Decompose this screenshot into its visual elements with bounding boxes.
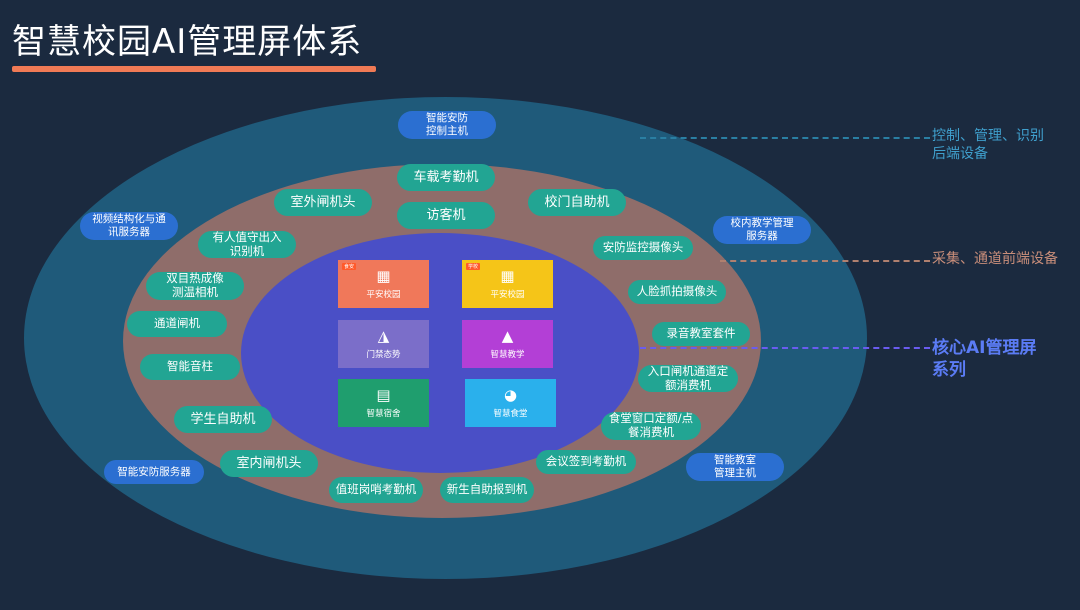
page-title: 智慧校园AI管理屏体系 bbox=[12, 22, 363, 62]
card-label: 智慧教学 bbox=[490, 349, 525, 360]
pill-smart-speaker: 智能音柱 bbox=[140, 354, 240, 380]
card-safe-campus-2: 学校 ▦ 平安校园 bbox=[462, 260, 553, 308]
pill-video-structuring-server: 视频结构化与通 讯服务器 bbox=[80, 212, 178, 240]
door-icon: ◮ bbox=[377, 326, 390, 345]
pill-recording-classroom-kit: 录音教室套件 bbox=[652, 322, 750, 346]
pill-campus-teaching-server: 校内教学管理 服务器 bbox=[713, 216, 811, 244]
card-smart-teaching: ▲ 智慧教学 bbox=[462, 320, 553, 368]
card-label: 平安校园 bbox=[490, 289, 525, 300]
pill-outdoor-gate: 室外闸机头 bbox=[274, 189, 372, 216]
pill-meeting-attendance: 会议签到考勤机 bbox=[536, 450, 636, 474]
pill-entrance-gate-pos: 入口闸机通道定 额消费机 bbox=[638, 364, 738, 392]
title-underline bbox=[12, 66, 376, 72]
bed-icon: ▤ bbox=[376, 385, 391, 404]
card-access-control: ◮ 门禁态势 bbox=[338, 320, 429, 368]
leader-line-backend bbox=[640, 137, 930, 139]
pill-classroom-host: 智能教室 管理主机 bbox=[686, 453, 784, 481]
card-tag: 食安 bbox=[342, 263, 357, 270]
pill-security-server: 智能安防服务器 bbox=[104, 460, 204, 484]
card-smart-canteen: ◕ 智慧食堂 bbox=[465, 379, 556, 427]
inner-ring-core bbox=[241, 233, 639, 473]
pill-thermal-camera: 双目热成像 测温相机 bbox=[146, 271, 244, 300]
pill-security-camera: 安防监控摄像头 bbox=[593, 236, 693, 260]
pill-visitor-machine: 访客机 bbox=[397, 202, 495, 229]
pill-guarded-entry: 有人值守出入 识别机 bbox=[198, 230, 296, 258]
leader-line-frontend bbox=[720, 260, 930, 262]
pill-duty-attendance: 值班岗哨考勤机 bbox=[329, 477, 423, 503]
building-icon: ▦ bbox=[376, 266, 391, 285]
pill-canteen-pos: 食堂窗口定额/点 餐消费机 bbox=[601, 411, 701, 440]
pill-face-capture-camera: 人脸抓拍摄像头 bbox=[628, 280, 726, 304]
pill-passage-gate: 通道闸机 bbox=[127, 311, 227, 337]
label-frontend-devices: 采集、通道前端设备 bbox=[932, 251, 1058, 267]
pill-student-kiosk: 学生自助机 bbox=[174, 406, 272, 433]
pill-security-control-host: 智能安防 控制主机 bbox=[398, 111, 496, 139]
label-backend-devices: 控制、管理、识别 后端设备 bbox=[932, 128, 1044, 163]
card-label: 门禁态势 bbox=[366, 349, 401, 360]
pill-freshman-kiosk: 新生自助报到机 bbox=[440, 477, 534, 503]
pill-school-gate-kiosk: 校门自助机 bbox=[528, 189, 626, 216]
label-core-screens: 核心AI管理屏 系列 bbox=[932, 338, 1037, 381]
card-safe-campus-1: 食安 ▦ 平安校园 bbox=[338, 260, 429, 308]
card-label: 智慧宿舍 bbox=[366, 408, 401, 419]
card-tag: 学校 bbox=[466, 263, 481, 270]
card-smart-dorm: ▤ 智慧宿舍 bbox=[338, 379, 429, 427]
leader-line-core bbox=[640, 347, 930, 349]
pill-vehicle-attendance: 车载考勤机 bbox=[397, 164, 495, 191]
graduation-cap-icon: ▲ bbox=[501, 326, 514, 345]
building-icon: ▦ bbox=[500, 266, 515, 285]
pill-indoor-gate: 室内闸机头 bbox=[220, 450, 318, 477]
cloche-icon: ◕ bbox=[503, 385, 518, 404]
card-label: 平安校园 bbox=[366, 289, 401, 300]
card-label: 智慧食堂 bbox=[493, 408, 528, 419]
